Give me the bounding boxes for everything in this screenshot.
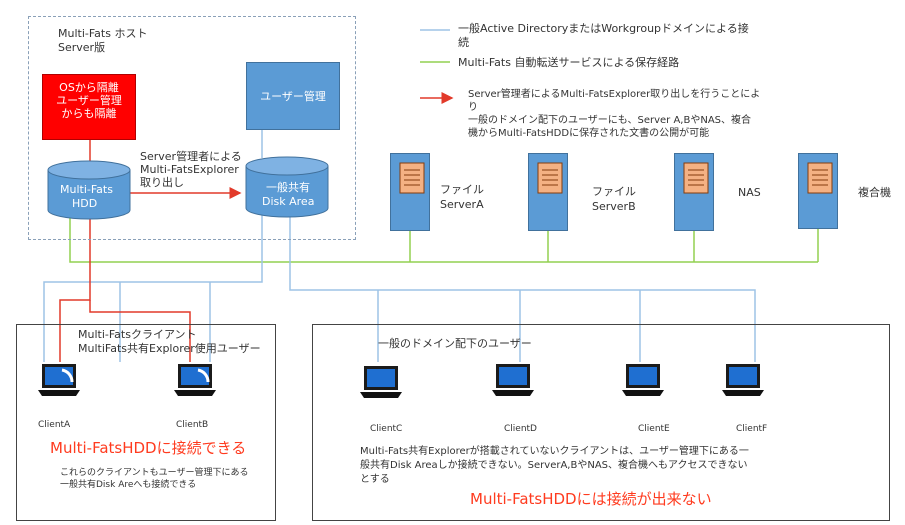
host-server-box <box>28 16 356 240</box>
nas-server <box>674 153 714 231</box>
legend-ad-text-cont: 続 <box>458 36 469 49</box>
client-f-laptop-icon <box>722 364 764 396</box>
isolation-box: OSから隔離 ユーザー管理 からも隔離 <box>42 74 136 140</box>
explorer-arrow-label-3: 取り出し <box>140 176 184 189</box>
document-icon <box>683 162 709 194</box>
shared-disk-icon <box>245 156 329 218</box>
server-a-label-2: ServerA <box>440 198 484 211</box>
client-a-label: ClientA <box>38 420 71 430</box>
document-icon <box>807 162 833 194</box>
client-b-label: ClientB <box>176 420 209 430</box>
user-management-box: ユーザー管理 <box>246 62 340 130</box>
isolation-line-1: OSから隔離 <box>59 81 119 94</box>
document-icon <box>537 162 563 194</box>
document-icon <box>399 162 425 194</box>
client-group-title-1: Multi-Fatsクライアント <box>78 328 197 341</box>
explorer-arrow-label-1: Server管理者による <box>140 150 242 163</box>
left-note-2: 一般共有Disk Areへも接続できる <box>60 480 197 490</box>
client-d-laptop-icon <box>492 364 534 396</box>
nas-label: NAS <box>738 186 761 199</box>
client-b-laptop-icon <box>174 364 216 396</box>
multifats-hdd-icon <box>47 160 131 220</box>
file-server-b <box>528 153 568 231</box>
disk-label-2: Disk Area <box>262 195 315 208</box>
client-group-title-2: MultiFats共有Explorer使用ユーザー <box>78 342 261 355</box>
explorer-arrow-label-2: Multi-FatsExplorer <box>140 163 239 176</box>
legend-note-2: 機からMulti-FatsHDDに保存された文書の公開が可能 <box>468 128 710 139</box>
host-title: Multi-Fats ホスト <box>58 27 148 40</box>
isolation-line-3: からも隔離 <box>61 107 117 120</box>
server-a-label-1: ファイル <box>440 183 484 196</box>
right-note-3: とする <box>360 474 390 485</box>
client-d-label: ClientD <box>504 424 537 434</box>
legend-ad-text: 一般Active DirectoryまたはWorkgroupドメインによる接 <box>458 22 749 35</box>
right-note-2: 般共有Disk Areaしか接続できない。ServerA,BやNAS、複合機へも… <box>360 460 748 471</box>
right-note-1: Multi-Fats共有Explorerが搭載されていないクライアントは、ユーザ… <box>360 446 749 457</box>
hdd-label-2: HDD <box>72 197 98 210</box>
host-subtitle: Server版 <box>58 41 106 54</box>
cannot-connect-text: Multi-FatsHDDには接続が出来ない <box>470 490 712 508</box>
client-a-laptop-icon <box>38 364 80 396</box>
can-connect-text: Multi-FatsHDDに接続できる <box>50 439 247 457</box>
legend-explorer-text: Server管理者によるMulti-FatsExplorer取り出しを行うことに… <box>468 89 761 100</box>
client-e-laptop-icon <box>622 364 664 396</box>
disk-label-1: 一般共有 <box>266 181 310 194</box>
mfp-device <box>798 153 838 229</box>
domain-group-title: 一般のドメイン配下のユーザー <box>378 337 532 350</box>
client-e-label: ClientE <box>638 424 670 434</box>
hdd-label-1: Multi-Fats <box>60 183 113 196</box>
client-f-label: ClientF <box>736 424 768 434</box>
server-b-label-1: ファイル <box>592 185 636 198</box>
legend-explorer-text-cont: り <box>468 102 478 113</box>
client-c-label: ClientC <box>370 424 403 434</box>
legend-note-1: 一般のドメイン配下のユーザーにも、Server A,BやNAS、複合 <box>468 115 752 126</box>
file-server-a <box>390 153 430 231</box>
server-b-label-2: ServerB <box>592 200 636 213</box>
isolation-line-2: ユーザー管理 <box>56 94 122 107</box>
client-c-laptop-icon <box>360 366 402 398</box>
left-note-1: これらのクライアントもユーザー管理下にある <box>60 468 249 478</box>
domain-user-group <box>312 324 890 521</box>
legend-transfer-text: Multi-Fats 自動転送サービスによる保存経路 <box>458 56 680 69</box>
mfp-label: 複合機 <box>858 186 891 199</box>
multifats-client-group <box>16 324 276 521</box>
